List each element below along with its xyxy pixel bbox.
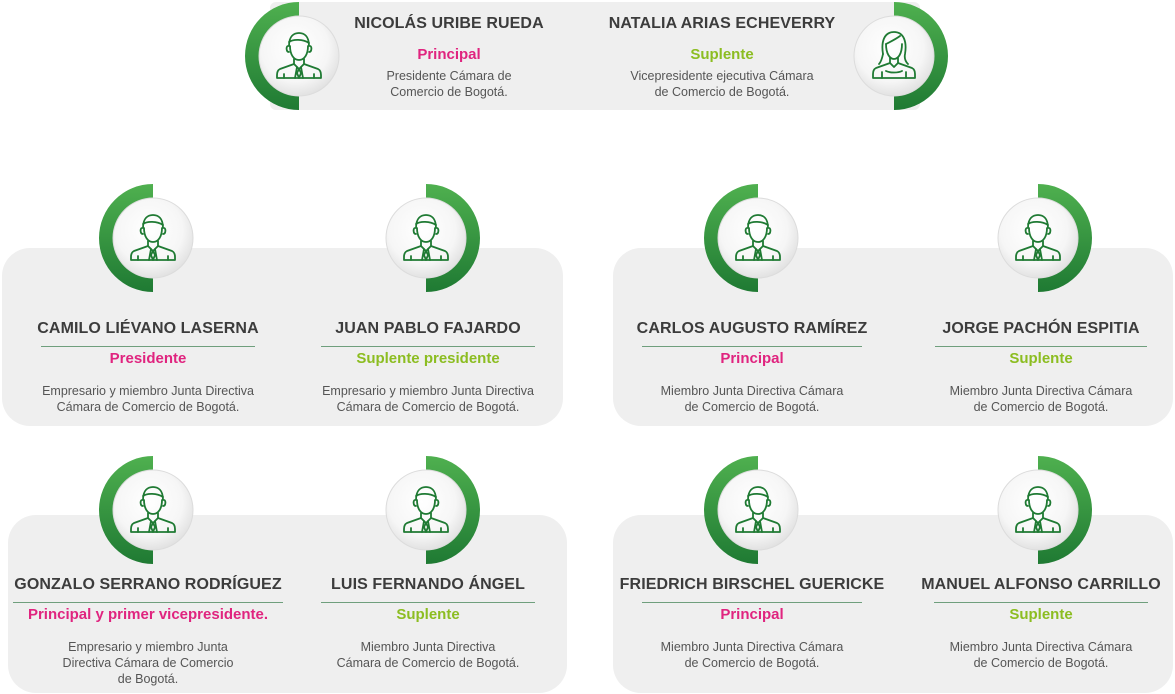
divider: [321, 346, 535, 347]
divider: [935, 346, 1147, 347]
divider: [934, 602, 1148, 603]
top-left-name: NICOLÁS URIBE RUEDA: [354, 15, 544, 32]
member-role: Suplente: [1009, 606, 1073, 623]
member-role: Presidente: [109, 350, 187, 367]
divider: [642, 602, 862, 603]
man-avatar-icon: [702, 454, 814, 566]
man-avatar-icon: [97, 454, 209, 566]
member-name: GONZALO SERRANO RODRÍGUEZ: [14, 576, 282, 593]
man-avatar-icon: [702, 182, 814, 294]
divider: [41, 346, 255, 347]
top-right-name: NATALIA ARIAS ECHEVERRY: [608, 15, 836, 32]
member-name: JUAN PABLO FAJARDO: [335, 320, 521, 337]
member-name: CARLOS AUGUSTO RAMÍREZ: [636, 320, 868, 337]
man-avatar-icon: [97, 182, 209, 294]
panel-presidency: [2, 248, 563, 426]
member-name: JORGE PACHÓN ESPITIA: [942, 320, 1140, 337]
panel-ramirez-pachon: [613, 248, 1173, 426]
divider: [13, 602, 283, 603]
man-avatar-icon: [982, 182, 1094, 294]
divider: [321, 602, 535, 603]
top-panel: [270, 2, 920, 110]
member-name: MANUEL ALFONSO CARRILLO: [921, 576, 1161, 593]
top-right-role: Suplente: [690, 46, 754, 63]
man-avatar-icon: [243, 0, 355, 112]
member-role: Principal y primer vicepresidente.: [27, 606, 269, 623]
member-role: Principal: [720, 606, 784, 623]
man-avatar-icon: [982, 454, 1094, 566]
member-name: LUIS FERNANDO ÁNGEL: [331, 576, 525, 593]
man-avatar-icon: [370, 454, 482, 566]
divider: [642, 346, 862, 347]
member-name: FRIEDRICH BIRSCHEL GUERICKE: [619, 576, 885, 593]
member-name: CAMILO LIÉVANO LASERNA: [37, 320, 259, 337]
panel-birschel-carrillo: [613, 515, 1173, 693]
man-avatar-icon: [370, 182, 482, 294]
member-role: Principal: [720, 350, 784, 367]
woman-avatar-icon: [838, 0, 950, 112]
member-role: Suplente: [396, 606, 460, 623]
top-left-role: Principal: [417, 46, 481, 63]
panel-serrano-angel: [8, 515, 567, 693]
member-role: Suplente presidente: [356, 350, 500, 367]
member-role: Suplente: [1009, 350, 1073, 367]
